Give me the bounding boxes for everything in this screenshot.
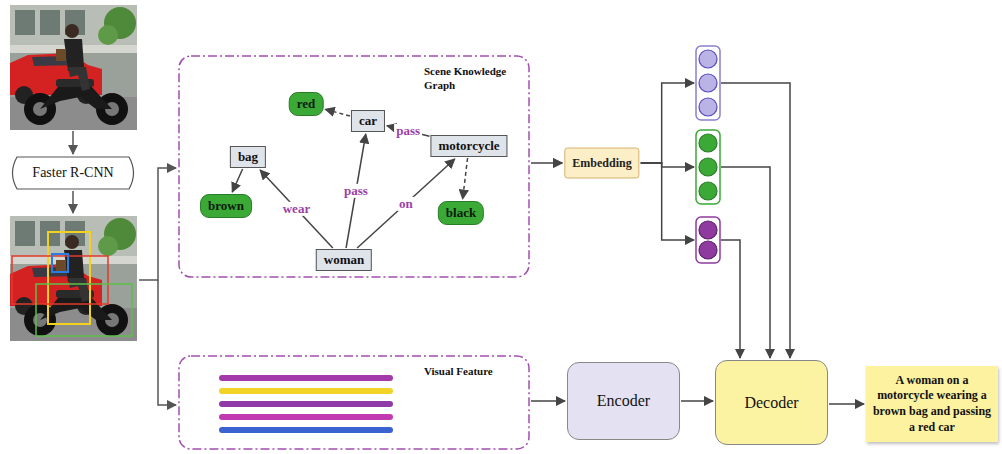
connector-line [260, 170, 333, 248]
attribute-node: red [289, 92, 324, 116]
connector [829, 403, 864, 405]
process-hexagon: Faster R-CNN [7, 156, 139, 190]
connector-line [531, 400, 565, 402]
process-box: Embedding [564, 148, 639, 179]
svg-shape [72, 191, 74, 213]
node-label: Encoder [597, 392, 650, 410]
svg-shape [699, 182, 717, 200]
attribute-node: brown [200, 194, 252, 218]
node-label: black [446, 205, 476, 221]
connector-branch [721, 240, 740, 358]
node-label: red [297, 96, 316, 112]
svg-shape [699, 74, 717, 92]
svg-shape [699, 158, 717, 176]
connector [531, 400, 565, 402]
connector [260, 170, 333, 248]
hexagon-shape [13, 157, 134, 189]
connector [325, 109, 350, 116]
region-heading: Visual Feature [424, 365, 522, 379]
object-node: bag [230, 146, 266, 168]
svg-shape [699, 221, 717, 239]
svg-shape [696, 46, 720, 120]
graph-region: Scene Knowledge Graph red car bag motorcycle… [178, 55, 530, 278]
region-border [179, 56, 529, 277]
connector [681, 400, 713, 402]
connector [641, 83, 790, 358]
object-node: woman [316, 249, 372, 271]
svg-shape [699, 134, 717, 152]
node-label: Faster R-CNN [32, 165, 113, 181]
node-label: motorcycle [438, 138, 499, 154]
connector-line [829, 403, 864, 405]
svg-shape [10, 216, 137, 341]
connector-branch [721, 83, 790, 358]
relation-label: pass [342, 184, 370, 198]
region-heading: Scene Knowledge Graph [424, 65, 522, 93]
svg-shape [696, 130, 720, 204]
svg-shape [222, 427, 390, 433]
svg-shape [222, 388, 390, 394]
connector [463, 158, 468, 199]
decoder-box: Decoder [715, 360, 828, 445]
connector-line [232, 169, 242, 192]
input-photo [10, 5, 137, 130]
node-label: brown [208, 198, 244, 214]
visual-feature-bars [222, 378, 390, 430]
relation-label: on [397, 196, 415, 210]
detected-photo [10, 216, 137, 341]
svg-shape [699, 50, 717, 68]
node-label: bag [238, 149, 258, 165]
node-label: Decoder [744, 394, 798, 412]
feature-region: Visual Feature [178, 355, 530, 450]
svg-shape [72, 131, 74, 154]
connector [531, 162, 562, 164]
connector-branch [641, 83, 694, 163]
attribute-node: black [438, 201, 484, 225]
svg-shape [696, 217, 720, 263]
relation-label: wear [281, 202, 312, 216]
object-node: motorcycle [430, 135, 507, 157]
svg-shape [48, 232, 90, 324]
node-label: Embedding [572, 156, 631, 171]
connector-branch [721, 167, 770, 358]
connector-line [681, 400, 713, 402]
connector-branch [641, 163, 694, 240]
svg-shape [12, 256, 108, 304]
svg-shape [139, 168, 176, 280]
object-node: car [351, 110, 385, 132]
region-border [179, 356, 529, 449]
svg-shape [222, 414, 390, 420]
relation-label: pass [394, 124, 422, 138]
svg-shape [222, 401, 390, 407]
embedding-vectors [696, 46, 720, 263]
connector-line [463, 158, 468, 199]
connector [232, 169, 242, 192]
caption-note: A woman on a motorcycle wearing a brown … [866, 366, 998, 442]
node-label: woman [324, 252, 364, 268]
svg-shape [222, 375, 390, 381]
node-label: A woman on a motorcycle wearing a brown … [870, 373, 994, 435]
svg-shape [36, 284, 132, 336]
encoder-box: Encoder [567, 362, 680, 440]
svg-shape [699, 98, 717, 116]
connector-line [531, 162, 562, 164]
svg-shape [52, 254, 68, 272]
connector-line [325, 109, 350, 116]
svg-shape [699, 241, 717, 259]
svg-shape [158, 280, 176, 405]
node-label: car [359, 113, 377, 129]
